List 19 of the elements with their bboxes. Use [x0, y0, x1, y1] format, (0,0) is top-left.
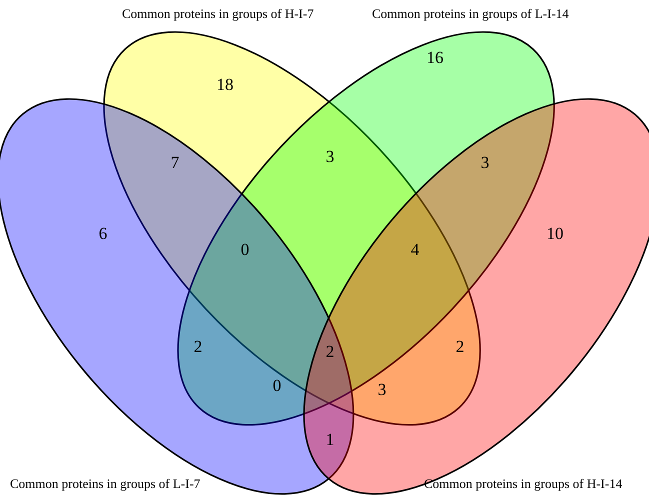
- region-count: 7: [170, 153, 180, 173]
- set-label: Common proteins in groups of H-I-14: [424, 476, 622, 492]
- region-count: 3: [480, 153, 490, 173]
- region-count: 1: [326, 430, 334, 450]
- set-label: Common proteins in groups of L-I-14: [372, 6, 569, 22]
- region-count: 0: [272, 376, 282, 396]
- set-label: Common proteins in groups of L-I-7: [10, 476, 200, 492]
- region-count: 0: [240, 240, 250, 260]
- region-count: 16: [426, 48, 444, 68]
- set-label: Common proteins in groups of H-I-7: [122, 6, 314, 22]
- region-count: 4: [410, 240, 420, 260]
- region-count: 10: [546, 224, 564, 244]
- region-count: 6: [98, 224, 108, 244]
- region-count: 3: [378, 380, 386, 400]
- region-count: 2: [456, 337, 464, 357]
- region-count: 2: [194, 337, 202, 357]
- region-count: 2: [326, 342, 334, 362]
- region-count: 3: [326, 147, 334, 167]
- region-count: 18: [216, 75, 234, 95]
